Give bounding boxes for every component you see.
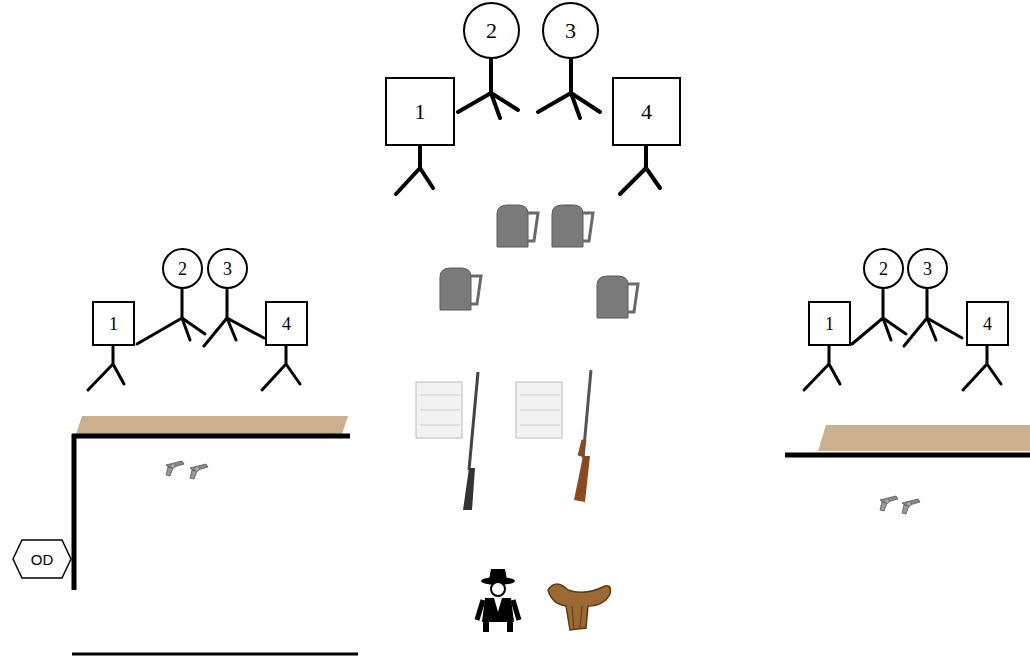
target-number: 3 [565,20,576,42]
target-number: 3 [923,260,932,278]
mug-target [597,276,638,318]
pistol [166,461,184,476]
mug-target [552,205,593,247]
pistol [880,496,898,511]
round-target: 3 [907,248,948,289]
marker-label: OD [31,552,54,567]
target-number: 2 [486,20,497,42]
start-marker: OD [12,539,72,579]
pistol [190,464,208,479]
target-number: 2 [178,260,187,278]
round-target: 2 [863,248,904,289]
target-number: 2 [879,260,888,278]
target-number: 4 [641,101,652,123]
target-number: 1 [415,101,426,123]
target-number: 4 [983,315,992,333]
saddle [548,584,610,630]
square-target: 4 [612,77,681,146]
round-target: 2 [162,248,203,289]
square-target: 1 [385,77,455,146]
table-top [818,425,1030,451]
rifle-props [416,370,591,510]
square-target: 4 [966,301,1009,346]
mug-target [440,268,481,310]
wall [785,453,1030,458]
shooter-figure [477,569,519,632]
mug-target [497,205,538,247]
table-top [76,416,348,434]
round-target: 3 [542,2,599,59]
round-target: 3 [207,248,248,289]
square-target: 4 [265,301,308,346]
target-number: 4 [282,315,291,333]
square-target: 1 [808,301,851,346]
round-target: 2 [463,2,520,59]
square-target: 1 [92,301,135,346]
target-number: 1 [109,315,118,333]
target-number: 3 [223,260,232,278]
wall [72,653,358,656]
target-number: 1 [825,315,834,333]
wall [72,434,350,590]
pistol [902,499,920,514]
